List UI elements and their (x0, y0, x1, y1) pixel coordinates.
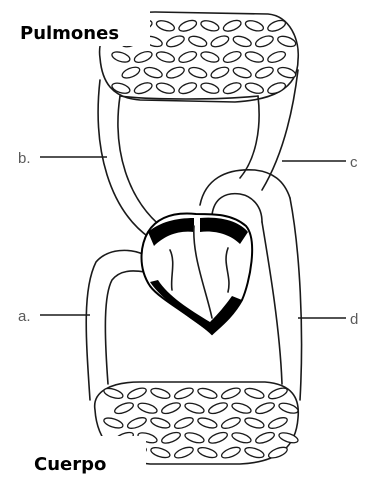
heart (142, 214, 253, 334)
lung-capillary-cell (155, 81, 175, 95)
body-capillary-cell (197, 386, 218, 400)
body-capillary-cell (160, 401, 181, 416)
lung-capillary-cell (133, 49, 154, 64)
lung-capillary-cell (222, 49, 243, 64)
lung-capillary-cell (232, 34, 252, 48)
body-capillary-cell (220, 445, 241, 460)
lung-capillary-cell (244, 81, 264, 95)
body-capillary-cell (103, 416, 124, 430)
lung-capillary-cell (200, 19, 220, 33)
lung-capillary-cell (254, 34, 275, 49)
lung-capillary-cell (200, 81, 220, 95)
label-a: a. (18, 308, 31, 325)
body-capillary-cell (103, 386, 124, 400)
body-capillary-cell (231, 431, 252, 445)
body-capillary-cell (220, 386, 241, 401)
body-capillary-cell (197, 446, 218, 460)
lung-capillary-cell (177, 18, 198, 33)
label-cuerpo: Cuerpo (34, 454, 106, 475)
lung-capillary-cell (266, 18, 287, 33)
lung-capillary-cell (244, 19, 264, 33)
label-b: b. (18, 150, 31, 167)
lung-capillary-cell (155, 19, 175, 33)
lung-capillary-cell (222, 81, 243, 96)
body-capillary-cell (126, 415, 147, 430)
lung-capillary-cell (177, 81, 198, 96)
body-capillary-cell (244, 416, 265, 430)
lung-capillary-cell (155, 50, 175, 64)
vessel-d (262, 198, 302, 400)
lung-capillary-cell (133, 81, 154, 96)
body-capillary-cell (184, 431, 205, 445)
body-capillary-cell (267, 386, 288, 401)
body-capillary-cell (197, 416, 218, 430)
body-capillary-cell (278, 401, 299, 415)
lung-capillary-cell (177, 49, 198, 64)
body-capillary-cell (137, 401, 158, 415)
body-capillary-cell (254, 401, 275, 416)
lung-capillary-cell (165, 34, 186, 49)
body-capillary-cell (173, 415, 194, 430)
lung-capillary-cell (276, 66, 296, 80)
lung-capillary-cell (244, 50, 264, 64)
label-pulmones: Pulmones (20, 23, 119, 44)
lung-capillary-cell (276, 34, 296, 48)
lung-capillary-cell (187, 34, 207, 48)
body-capillary-cell (150, 386, 171, 400)
lung-capillary-cell (200, 50, 220, 64)
body-capillary-cell (267, 445, 288, 460)
lung-capillary-cell (165, 65, 186, 80)
body-capillary-cell (173, 386, 194, 401)
body-capillary-cell (160, 430, 181, 445)
body-capillary-cell (244, 386, 265, 400)
lung-capillary-cell (232, 66, 252, 80)
lung-capillary-cell (143, 66, 163, 80)
body-capillary-cell (150, 446, 171, 460)
body-capillary-cell (207, 401, 228, 416)
lung-capillary-cell (111, 81, 131, 95)
lung-capillary-cell (266, 49, 287, 64)
lung-capillary-cell (222, 18, 243, 33)
label-d: d (350, 311, 358, 328)
body-capillary-cell (267, 415, 288, 430)
body-capillary-cell (173, 445, 194, 460)
body-capillary-cell (126, 386, 147, 401)
lung-capillary-cell (254, 65, 275, 80)
body-capillary-cell (150, 416, 171, 430)
body-capillary-cell (254, 430, 275, 445)
lung-capillary-cell (111, 50, 131, 64)
body-capillary-cell (113, 401, 134, 416)
lung-capillary-cell (121, 65, 142, 80)
lung-capillary-cell (187, 66, 207, 80)
lung-capillary-cell (210, 34, 231, 49)
body-capillary-cell (207, 430, 228, 445)
body-capillary-cell (244, 446, 265, 460)
body-capillary-cell (231, 401, 252, 415)
body-capillary-cell (220, 415, 241, 430)
label-c: c (350, 154, 358, 171)
lung-capillary-cell (210, 65, 231, 80)
vessel-a (86, 250, 145, 400)
body-capillary-cell (184, 401, 205, 415)
lung-capillary-cell (266, 81, 287, 96)
